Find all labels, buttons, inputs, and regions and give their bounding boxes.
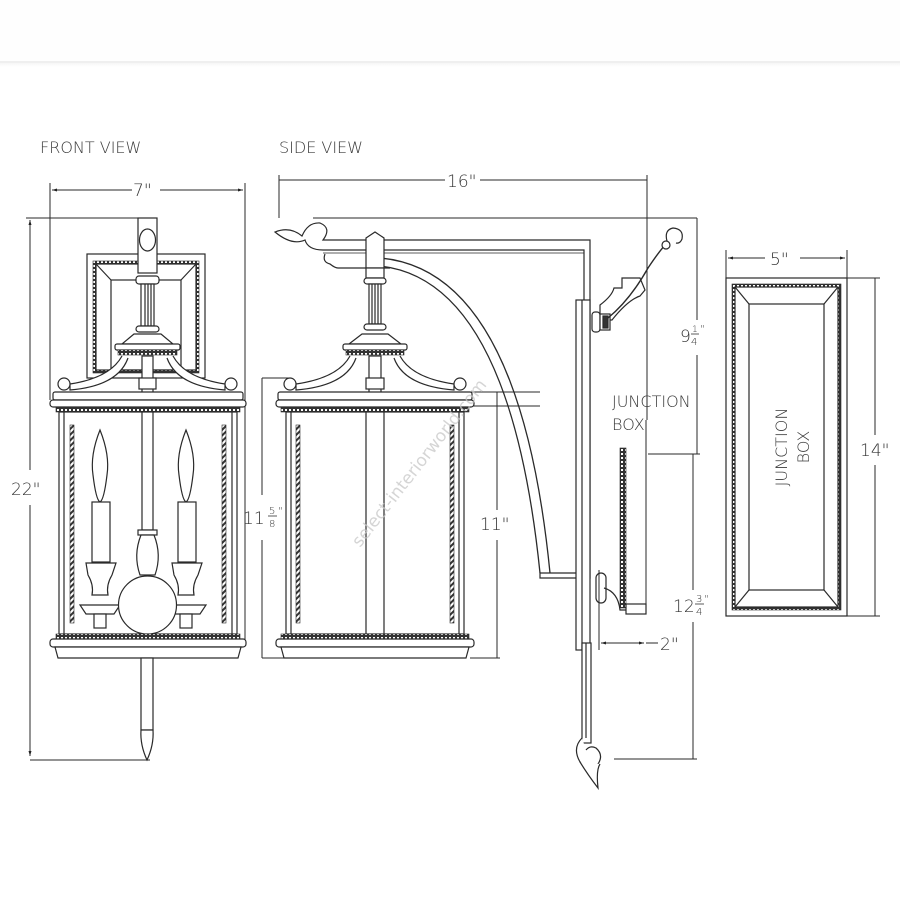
- front-center-rod: [141, 411, 154, 531]
- upper-drop-num: 1: [692, 325, 698, 335]
- front-view-title: FRONT VIEW: [40, 138, 141, 157]
- front-width-label: 7": [133, 181, 152, 201]
- junction-plate-panel: [748, 303, 825, 591]
- junction-box-label-line1: JUNCTION: [612, 392, 691, 411]
- front-view: [26, 183, 247, 762]
- lantern-height-den: 8: [269, 519, 275, 530]
- side-top-rim: [277, 391, 473, 401]
- front-finial-tip: [140, 729, 154, 762]
- plate-label-line1: JUNCTION: [772, 408, 791, 487]
- junction-box-label-line2: BOX: [612, 415, 645, 434]
- projection-label: 2": [660, 635, 679, 655]
- side-view-title: SIDE VIEW: [279, 138, 363, 157]
- front-rope-left: [69, 424, 75, 624]
- upper-drop-den: 4: [691, 337, 697, 348]
- front-candle-left: [78, 428, 122, 629]
- side-rope-right: [449, 424, 455, 624]
- side-bottom-rim: [275, 638, 475, 648]
- plate-width-label: 5": [770, 250, 789, 270]
- front-rope-right: [221, 424, 227, 624]
- upper-drop-whole: 9: [680, 327, 691, 347]
- front-top-rim: [52, 391, 244, 401]
- side-backplate: [575, 299, 591, 651]
- front-arm-right: [166, 355, 226, 391]
- front-center-ball: [117, 575, 178, 635]
- glass-height-label: 11": [480, 515, 509, 535]
- side-curved-brace-inner: [379, 265, 541, 574]
- front-bottom-rim: [49, 638, 247, 648]
- side-finial-top: [365, 231, 385, 269]
- page-header-bar: [0, 0, 900, 63]
- svg-text:": ": [704, 594, 709, 605]
- side-upper-mount: [599, 277, 646, 321]
- lantern-height-whole: 11: [243, 509, 265, 529]
- front-finial-rod: [140, 657, 154, 731]
- front-height-label: 22": [11, 480, 40, 500]
- header-shadow: [0, 63, 900, 67]
- front-center-vase: [136, 534, 159, 576]
- front-candle-right: [164, 428, 208, 629]
- svg-text:": ": [278, 506, 283, 517]
- plate-height-label: 14": [860, 441, 889, 461]
- side-s-hook: [665, 227, 683, 244]
- plate-label-line2: BOX: [794, 431, 813, 464]
- side-cage: [285, 411, 465, 635]
- svg-text:": ": [700, 324, 705, 335]
- side-rope-left: [295, 424, 301, 624]
- lower-drop-num: 3: [696, 594, 702, 605]
- lower-drop-whole: 12: [673, 597, 695, 617]
- front-arm-left: [69, 355, 129, 391]
- side-arm-bracket: [273, 222, 591, 579]
- side-chain: [607, 242, 668, 319]
- side-junction-edge: [619, 447, 627, 609]
- side-curved-brace-outer: [379, 257, 551, 574]
- lantern-height-num: 5: [269, 506, 275, 517]
- lower-drop-den: 4: [696, 607, 702, 618]
- junction-box-plate-view: [725, 250, 880, 617]
- side-width-label: 16": [447, 172, 476, 192]
- side-view: [261, 175, 700, 791]
